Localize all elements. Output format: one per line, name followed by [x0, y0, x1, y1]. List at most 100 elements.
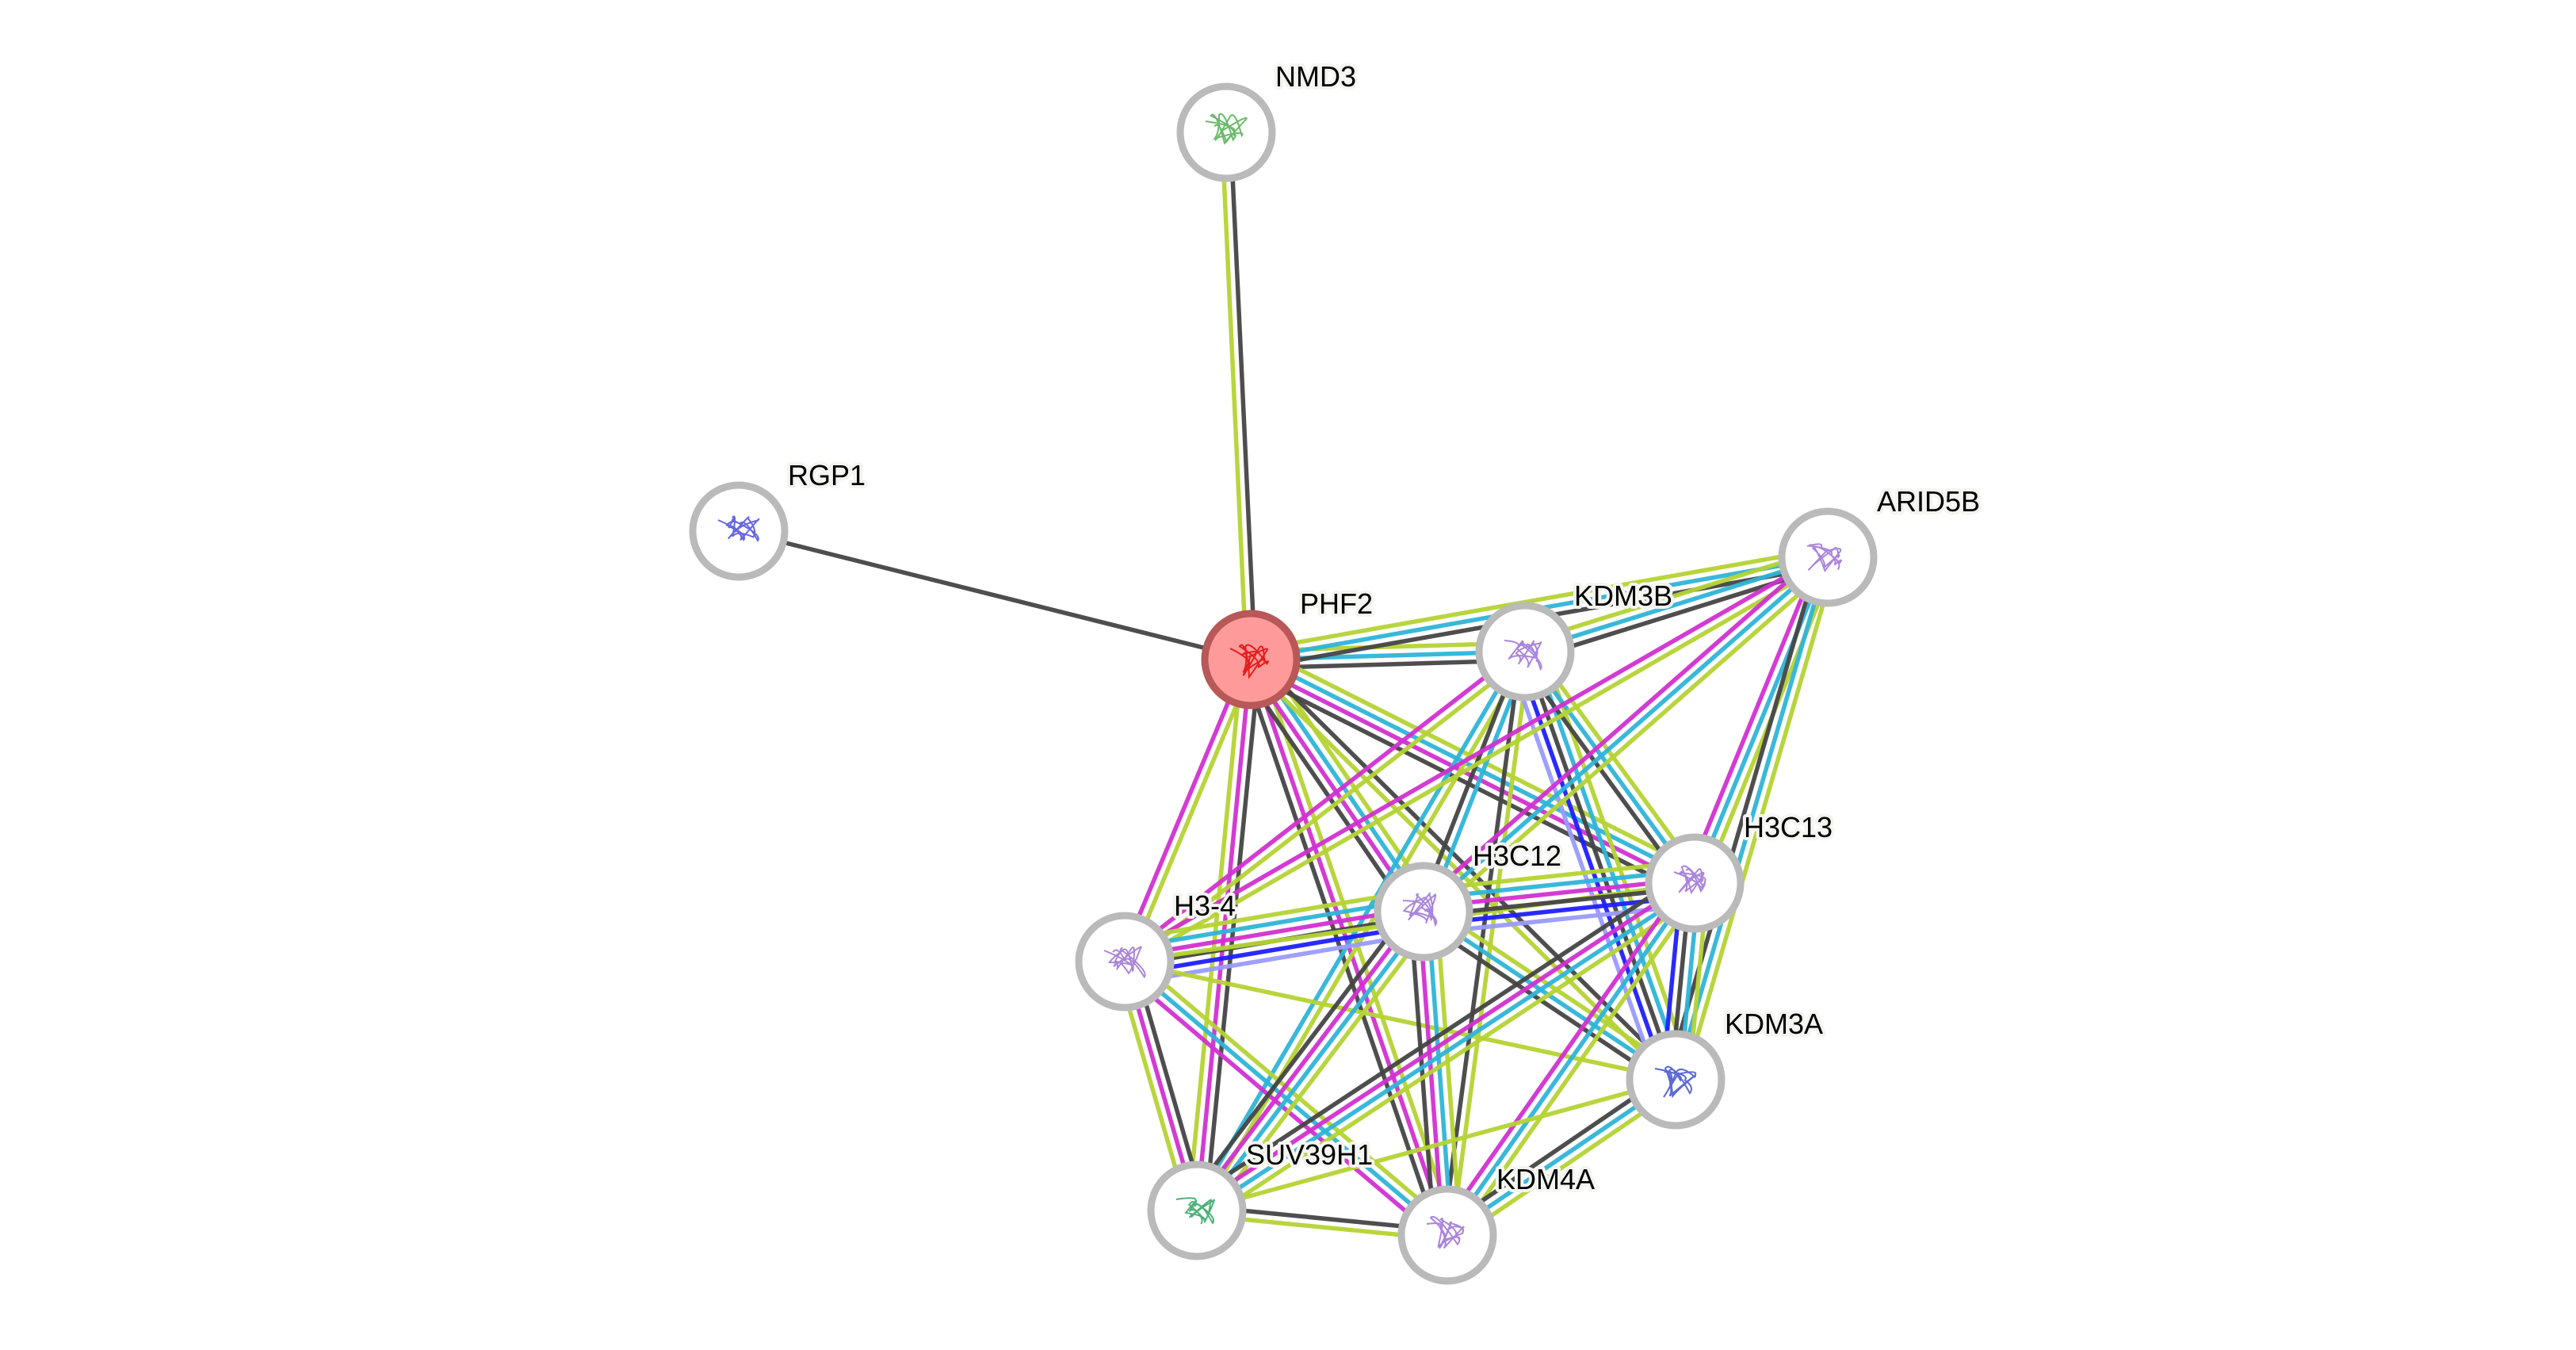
edge-evidence-databases [1445, 882, 1697, 1237]
edge-H3C13-SUV39H1[interactable] [1188, 870, 1703, 1224]
edge-evidence-coexpression [1238, 665, 1415, 920]
edge-NMD3-PHF2[interactable] [1219, 132, 1258, 660]
node-KDM3A[interactable]: KDM3A [1626, 1004, 1826, 1130]
edge-evidence-experiments [1118, 656, 1249, 961]
protein-structure-icon [717, 515, 760, 542]
node-H3C13[interactable]: H3C13 [1645, 808, 1836, 933]
node-circle[interactable] [1778, 507, 1878, 607]
edge-RGP1-PHF2[interactable] [738, 529, 1252, 662]
edge-evidence-textmining [1205, 918, 1436, 1220]
node-label: KDM3B [1574, 579, 1672, 612]
node-circle[interactable] [1397, 1185, 1497, 1285]
edge-evidence-coexpression [1203, 660, 1262, 1212]
edge-evidence-textmining [1452, 886, 1704, 1241]
edge-evidence-coexpression [1188, 870, 1689, 1202]
node-KDM3B[interactable]: KDM3B [1475, 576, 1676, 702]
edge-evidence-textmining [1126, 660, 1257, 965]
node-H3-4[interactable]: H3-4 [1075, 886, 1239, 1012]
edge-evidence-coexpression [1184, 902, 1416, 1204]
node-label: RGP1 [788, 459, 866, 491]
edge-SUV39H1-KDM3A[interactable] [1196, 1077, 1676, 1213]
edge-PHF2-H3-4[interactable] [1118, 656, 1257, 965]
edge-evidence-textmining [1196, 1077, 1676, 1213]
edge-evidence-cooccurrence [1425, 902, 1698, 936]
edge-evidence-coexpression [1417, 916, 1672, 1089]
node-label: KDM3A [1725, 1008, 1823, 1040]
edge-evidence-textmining [1539, 644, 1695, 1075]
query-node-circle[interactable] [1201, 610, 1301, 709]
edge-KDM3B-H3-4[interactable] [1120, 646, 1530, 967]
edge-evidence-textmining [1126, 559, 1832, 968]
node-H3C12[interactable]: H3C12 [1374, 836, 1565, 962]
node-PHF2[interactable]: PHF2 [1201, 584, 1376, 709]
edge-evidence-experiments [1191, 908, 1422, 1210]
protein-structure-icon [1229, 644, 1269, 679]
protein-structure-icon [1654, 1065, 1697, 1099]
node-label: NMD3 [1275, 60, 1356, 93]
node-RGP1[interactable]: RGP1 [689, 456, 869, 581]
edge-evidence-textmining [1434, 910, 1463, 1234]
edge-evidence-databases [1524, 555, 1829, 654]
edge-evidence-coexpression [1228, 132, 1258, 660]
edge-evidence-textmining [1681, 559, 1839, 1083]
edge-evidence-experiments [1121, 551, 1827, 960]
edge-evidence-textmining [1521, 546, 1826, 646]
protein-structure-icon [1205, 113, 1248, 145]
edge-evidence-textmining [1428, 562, 1836, 920]
edge-H3-4-KDM3A[interactable] [1124, 959, 1676, 1082]
edge-evidence-coexpression [1664, 554, 1822, 1078]
protein-structure-icon [1504, 640, 1542, 671]
edge-evidence-textmining [1121, 888, 1420, 943]
node-label: H3-4 [1174, 889, 1236, 922]
protein-structure-icon [1175, 1197, 1215, 1225]
edge-evidence-databases [1198, 885, 1699, 1216]
edge-ARID5B-H3-4[interactable] [1121, 551, 1832, 968]
edge-H3C12-SUV39H1[interactable] [1184, 902, 1436, 1220]
edge-evidence-databases [1425, 911, 1454, 1235]
edge-evidence-experiments [1438, 877, 1690, 1232]
edge-evidence-databases [1198, 912, 1429, 1214]
edge-evidence-experiments [1416, 549, 1824, 907]
node-KDM4A[interactable]: KDM4A [1397, 1160, 1598, 1285]
edge-evidence-coexpression [1240, 661, 1442, 1239]
node-NMD3[interactable]: NMD3 [1176, 57, 1359, 182]
edge-ARID5B-KDM3A[interactable] [1664, 554, 1839, 1083]
protein-structure-icon [1673, 865, 1707, 895]
edge-evidence-textmining [1248, 546, 1827, 653]
node-circle[interactable] [1075, 912, 1175, 1012]
node-circle[interactable] [1626, 1030, 1726, 1130]
edge-evidence-coexpression [738, 529, 1252, 662]
node-SUV39H1[interactable]: SUV39H1 [1147, 1135, 1376, 1260]
edge-evidence-coexpression [1408, 912, 1437, 1237]
edge-H3C13-KDM4A[interactable] [1438, 877, 1704, 1241]
edge-evidence-experiments [1120, 646, 1524, 960]
edge-evidence-experiments [1194, 659, 1253, 1211]
edge-evidence-databases [1422, 555, 1829, 914]
protein-structure-icon [1806, 543, 1842, 573]
node-label: PHF2 [1300, 587, 1373, 620]
protein-structure-icon [1426, 1215, 1465, 1249]
protein-structure-icon [1103, 946, 1146, 979]
node-circle[interactable] [1475, 602, 1575, 702]
protein-structure-icon [1402, 892, 1438, 927]
edge-evidence-databases [1673, 556, 1830, 1080]
edge-evidence-fusion [1126, 922, 1427, 977]
node-circle[interactable] [1645, 833, 1745, 933]
edge-evidence-experiments [1193, 878, 1694, 1209]
edge-evidence-textmining [1202, 892, 1703, 1224]
node-label: H3C13 [1744, 811, 1833, 843]
node-ARID5B[interactable]: ARID5B [1778, 482, 1983, 607]
edge-evidence-experiments [1684, 553, 1822, 881]
edge-evidence-textmining [1126, 653, 1530, 967]
node-circle[interactable] [1374, 862, 1473, 962]
edge-evidence-textmining [1124, 959, 1676, 1082]
edge-ARID5B-H3C12[interactable] [1416, 549, 1836, 920]
edge-evidence-databases [1531, 648, 1686, 1078]
node-label: H3C12 [1473, 839, 1561, 872]
node-label: SUV39H1 [1246, 1138, 1373, 1171]
edge-evidence-experiments [1123, 904, 1424, 960]
node-circle[interactable] [1176, 82, 1276, 182]
edge-evidence-databases [1122, 897, 1422, 951]
